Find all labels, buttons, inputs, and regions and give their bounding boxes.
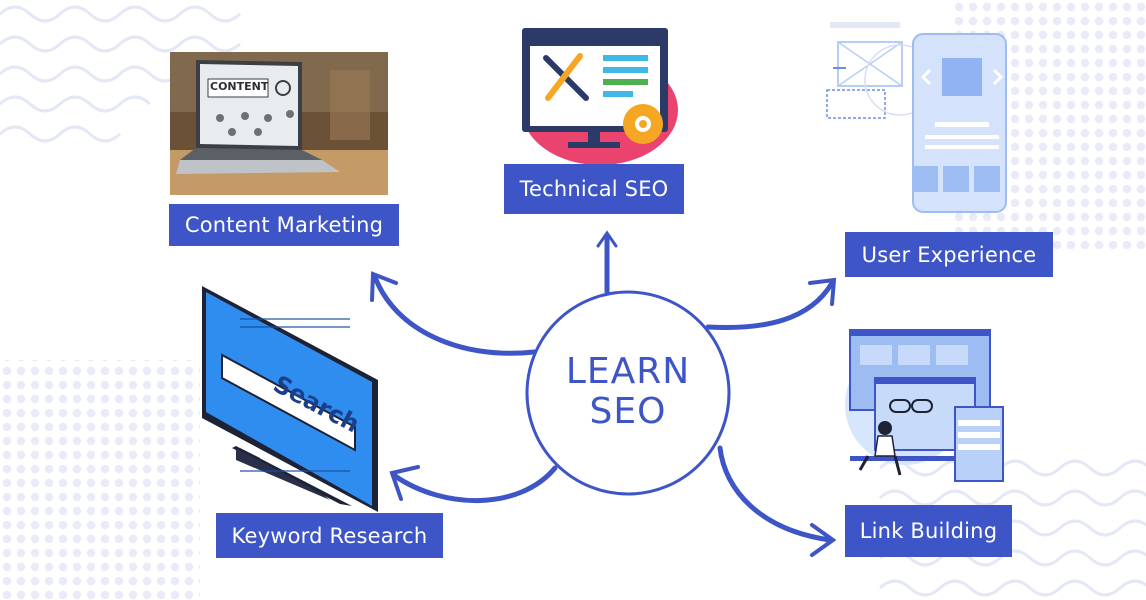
arrow-to-user-experience (705, 280, 835, 330)
user-experience-illustration (826, 22, 1007, 213)
keyword-research-monitor-illustration (202, 286, 378, 512)
link-building-label: Link Building (845, 505, 1012, 557)
arrow-to-keyword-research (392, 465, 558, 503)
arrow-to-keyword-research-head (389, 465, 420, 501)
arrow-to-link-building-head (810, 523, 837, 557)
user-experience-label: User Experience (845, 232, 1053, 277)
keyword-research-label: Keyword Research (216, 513, 443, 558)
content-marketing-photo (170, 52, 388, 195)
decorative-dot-pattern-bottom-left (0, 360, 200, 600)
center-title-line2: SEO (589, 391, 667, 432)
content-marketing-label: Content Marketing (169, 204, 399, 246)
technical-seo-monitor-illustration (522, 28, 680, 165)
content-photo-text: CONTENT (210, 80, 269, 93)
arrow-to-link-building (717, 445, 833, 543)
decorative-wave-pattern-top-left (0, 5, 242, 143)
technical-seo-label: Technical SEO (504, 164, 684, 214)
link-building-illustration (845, 329, 1004, 482)
connector-arrows (370, 230, 837, 557)
arrow-to-content-marketing (372, 274, 537, 356)
arrow-to-user-experience-head (808, 277, 837, 306)
center-title-line1: LEARN (565, 351, 691, 392)
arrow-to-content-marketing-head (370, 271, 398, 302)
arrow-to-technical-seo-head (596, 230, 618, 248)
center-circle (525, 290, 731, 496)
center-title: LEARN SEO (528, 352, 728, 432)
